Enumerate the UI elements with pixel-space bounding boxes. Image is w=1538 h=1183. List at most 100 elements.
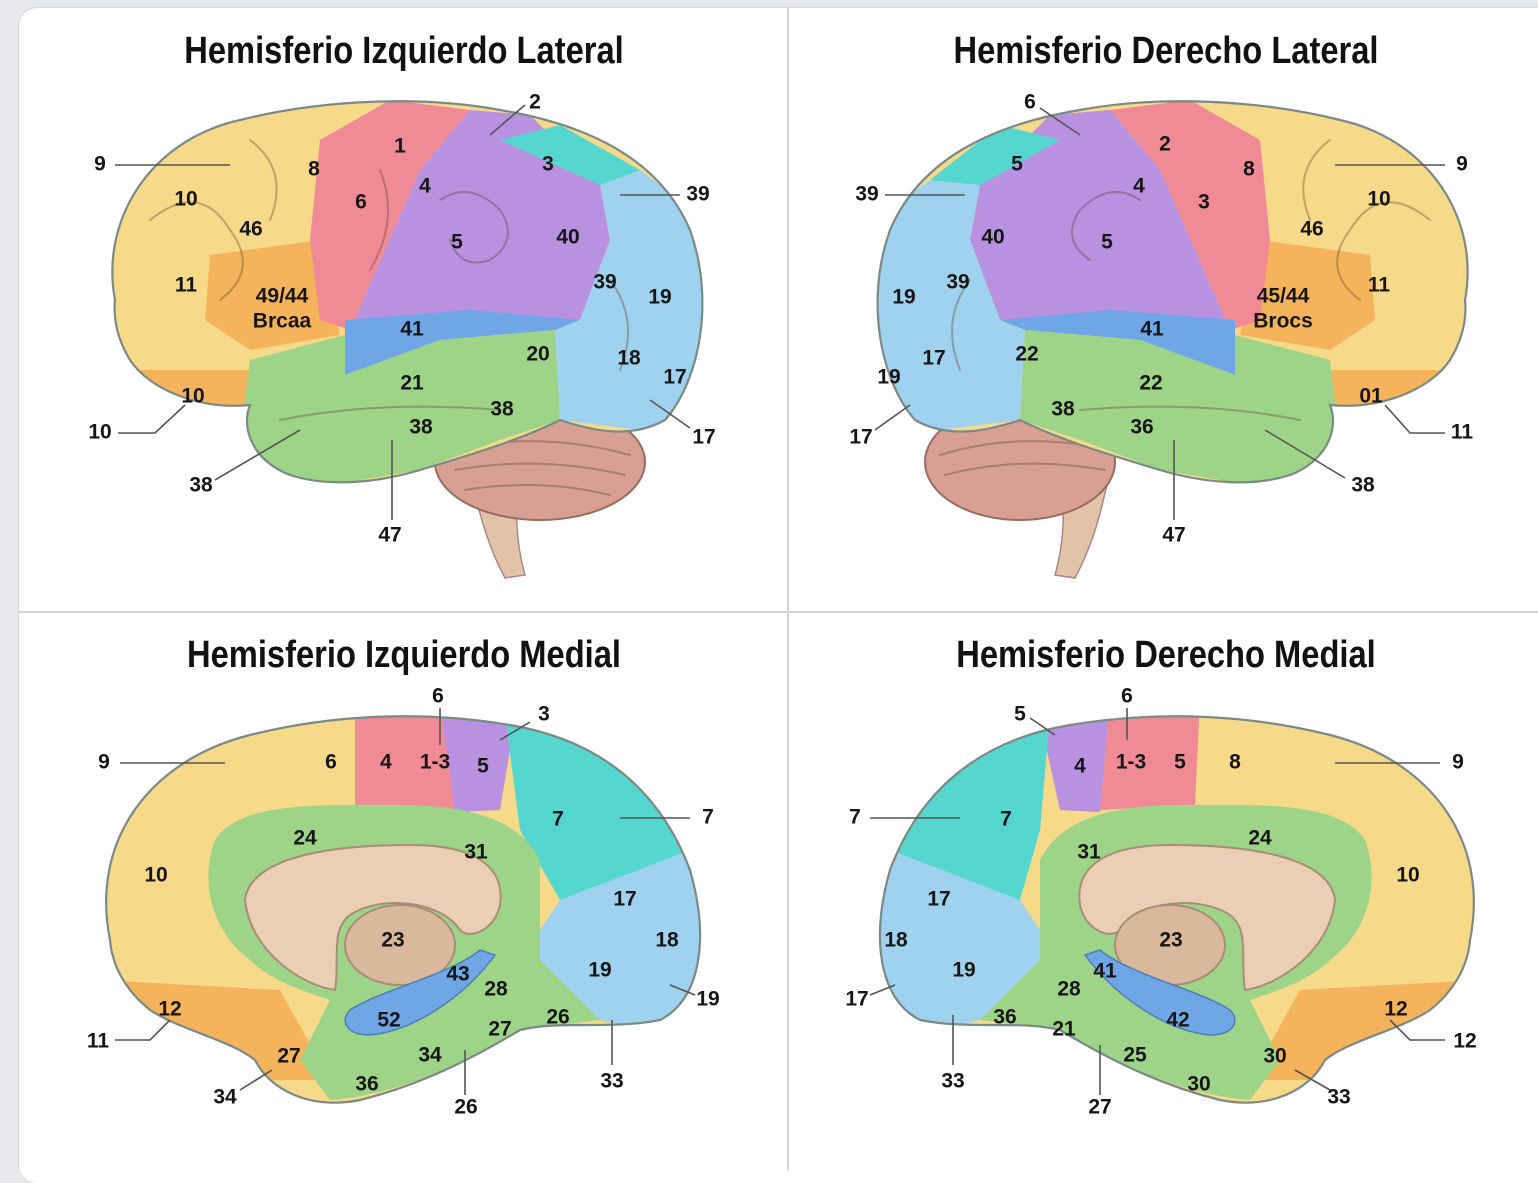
area-label: 23 [1159, 929, 1182, 952]
area-label: 17 [692, 426, 715, 449]
area-label: 46 [1300, 218, 1323, 241]
area-label: 47 [1162, 524, 1185, 547]
area-label: 11 [87, 1030, 110, 1053]
area-label: 27 [277, 1045, 300, 1068]
area-label: 19 [588, 959, 611, 982]
area-label: 33 [1327, 1086, 1350, 1109]
area-label: 20 [526, 343, 549, 366]
area-label: 28 [484, 978, 508, 1001]
area-label: 17 [927, 888, 950, 911]
area-label: 1-3 [420, 751, 450, 774]
area-label: 52 [377, 1009, 400, 1032]
area-label: 3 [1198, 191, 1210, 214]
area-label: 6 [355, 191, 367, 214]
area-label: 36 [355, 1073, 378, 1096]
area-label: 9 [1456, 153, 1468, 176]
area-label: 10 [181, 385, 204, 408]
area-label: 27 [488, 1018, 511, 1041]
area-label: 23 [381, 929, 404, 952]
area-label: 19 [877, 366, 900, 389]
area-label: 28 [1057, 978, 1081, 1001]
area-label: 9 [1452, 751, 1464, 774]
area-label: 21 [1052, 1018, 1076, 1041]
area-label: 19 [648, 286, 671, 309]
area-label: 36 [1130, 416, 1153, 439]
area-label: 5 [1174, 751, 1186, 774]
area-label: 18 [617, 347, 641, 370]
area-label: 27 [1088, 1096, 1111, 1119]
area-label: 17 [663, 366, 686, 389]
area-label: 10 [1367, 188, 1390, 211]
area-label: 41 [400, 318, 424, 341]
area-label: 5 [1011, 153, 1023, 176]
area-label: 24 [1248, 827, 1272, 850]
area-label: 39 [593, 271, 616, 294]
area-label: 36 [993, 1006, 1016, 1029]
area-label: 10 [144, 864, 167, 887]
area-label: 10 [88, 421, 111, 444]
area-label: 6 [1121, 685, 1133, 708]
area-label: 21 [400, 372, 424, 395]
area-label: 38 [189, 474, 213, 497]
area-label: 6 [432, 685, 444, 708]
area-label: 39 [946, 271, 969, 294]
area-label: 38 [1351, 474, 1375, 497]
area-label: 31 [464, 841, 488, 864]
area-label: 11 [1368, 274, 1391, 297]
right-lateral-brain [860, 90, 1480, 578]
area-label: 6 [325, 751, 337, 774]
area-label: 24 [293, 827, 317, 850]
area-label: 17 [849, 426, 872, 449]
area-label: 41 [1140, 318, 1164, 341]
area-label: 45/44 [1257, 285, 1310, 308]
area-label: 10 [1396, 864, 1419, 887]
area-label: 12 [158, 998, 181, 1021]
area-label: 9 [98, 751, 110, 774]
area-label: Brcaa [253, 310, 312, 333]
area-label: 9 [94, 153, 106, 176]
area-label: 47 [378, 524, 401, 547]
area-label: 42 [1166, 1009, 1189, 1032]
area-label: 5 [477, 755, 489, 778]
area-label: 01 [1359, 385, 1383, 408]
area-label: 1-3 [1116, 751, 1146, 774]
area-label: 5 [451, 231, 463, 254]
area-label: 5 [1101, 231, 1113, 254]
area-label: 22 [1139, 372, 1162, 395]
area-label: 40 [556, 226, 579, 249]
area-label: 19 [696, 988, 719, 1011]
area-label: 3 [542, 153, 554, 176]
area-label: 12 [1384, 998, 1407, 1021]
area-label: 11 [1451, 421, 1474, 444]
area-label: 5 [1014, 703, 1026, 726]
area-label: 39 [855, 183, 878, 206]
area-label: 1 [394, 135, 406, 158]
area-label: 34 [418, 1044, 442, 1067]
area-label: 4 [419, 175, 431, 198]
area-label: 26 [546, 1006, 569, 1029]
area-label: 25 [1123, 1044, 1147, 1067]
area-label: 38 [490, 398, 514, 421]
area-label: 38 [1051, 398, 1075, 421]
area-label: 3 [538, 703, 550, 726]
area-label: 12 [1453, 1030, 1476, 1053]
area-label: 38 [409, 416, 433, 439]
area-label: 31 [1077, 841, 1101, 864]
area-label: 18 [655, 929, 679, 952]
area-label: 17 [845, 988, 868, 1011]
area-label: 39 [686, 183, 709, 206]
area-label: 46 [239, 218, 262, 241]
area-label: 33 [941, 1070, 964, 1093]
area-label: 18 [884, 929, 908, 952]
area-label: 7 [849, 806, 861, 829]
area-label: 17 [613, 888, 636, 911]
area-label: 2 [1159, 133, 1171, 156]
area-label: 4 [380, 751, 392, 774]
area-label: 6 [1024, 91, 1036, 114]
area-label: 43 [446, 963, 469, 986]
area-label: 7 [1000, 808, 1012, 831]
area-label: 7 [552, 808, 564, 831]
area-label: 8 [308, 158, 320, 181]
area-label: 19 [952, 959, 975, 982]
